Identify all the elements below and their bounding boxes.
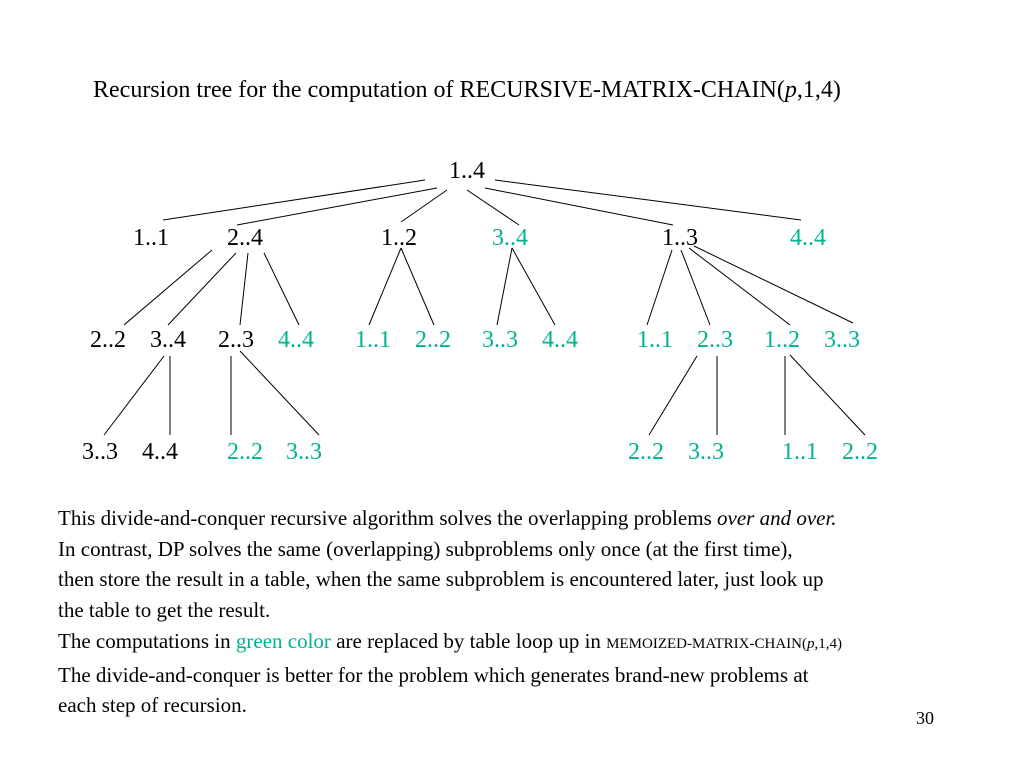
paragraph-line-3: then store the result in a table, when t… bbox=[58, 567, 824, 592]
tree-edge bbox=[162, 179, 426, 221]
paragraph-line-5-mid: are replaced by table loop up in bbox=[330, 628, 607, 653]
tree-edge bbox=[789, 354, 866, 436]
title-prefix: Recursion tree for the computation of RE… bbox=[93, 77, 785, 103]
explanation-paragraph: This divide-and-conquer recursive algori… bbox=[58, 503, 1018, 721]
title-p: p bbox=[784, 77, 797, 103]
tree-edge bbox=[688, 247, 791, 326]
tree-node: 1..3 bbox=[662, 225, 698, 251]
tree-node: 1..1 bbox=[355, 327, 391, 353]
memoized-call-prefix: MEMOIZED-MATRIX-CHAIN( bbox=[606, 635, 807, 652]
memoized-call-p: p bbox=[806, 635, 815, 652]
paragraph-line-7: each step of recursion. bbox=[58, 693, 247, 718]
tree-node: 4..4 bbox=[542, 327, 578, 353]
tree-edge bbox=[646, 249, 673, 326]
tree-edge bbox=[648, 355, 698, 436]
paragraph-line-1: This divide-and-conquer recursive algori… bbox=[58, 503, 1018, 534]
tree-node: 2..2 bbox=[227, 439, 263, 465]
tree-edge bbox=[494, 179, 802, 221]
tree-edge bbox=[368, 247, 402, 326]
tree-node: 4..4 bbox=[142, 439, 178, 465]
tree-node: 4..4 bbox=[790, 225, 826, 251]
paragraph-line-5-prefix: The computations in bbox=[58, 628, 236, 653]
tree-edge bbox=[400, 247, 435, 326]
tree-node: 2..3 bbox=[218, 327, 254, 353]
tree-node: 2..2 bbox=[415, 327, 451, 353]
slide-title: Recursion tree for the computation of RE… bbox=[93, 76, 841, 105]
tree-edge bbox=[239, 350, 320, 436]
tree-node: 2..3 bbox=[697, 327, 733, 353]
tree-node: 3..3 bbox=[286, 439, 322, 465]
tree-node: 4..4 bbox=[278, 327, 314, 353]
tree-edge bbox=[103, 355, 165, 436]
paragraph-line-5: The computations in green color are repl… bbox=[58, 626, 1018, 660]
tree-node: 3..4 bbox=[150, 327, 186, 353]
slide-number: 30 bbox=[916, 708, 934, 728]
tree-edge bbox=[236, 187, 438, 226]
title-suffix: ,1,4) bbox=[796, 77, 841, 103]
tree-node-root: 1..4 bbox=[449, 158, 485, 184]
tree-node: 3..3 bbox=[688, 439, 724, 465]
tree-edge bbox=[400, 189, 448, 223]
paragraph-line-1-italic: over and over. bbox=[717, 506, 837, 530]
tree-node: 1..1 bbox=[637, 327, 673, 353]
tree-edge bbox=[484, 187, 674, 226]
tree-node: 1..1 bbox=[782, 439, 818, 465]
tree-node: 1..2 bbox=[764, 327, 800, 353]
paragraph-line-6: The divide-and-conquer is better for the… bbox=[58, 662, 809, 687]
paragraph-line-4: the table to get the result. bbox=[58, 598, 271, 623]
paragraph-line-1-main: This divide-and-conquer recursive algori… bbox=[58, 506, 717, 530]
tree-edge bbox=[680, 249, 711, 326]
paragraph-line-2: In contrast, DP solves the same (overlap… bbox=[58, 536, 793, 561]
tree-node: 1..1 bbox=[133, 225, 169, 251]
tree-edge bbox=[496, 247, 513, 326]
tree-node: 3..3 bbox=[82, 439, 118, 465]
tree-node: 2..2 bbox=[90, 327, 126, 353]
tree-node: 2..2 bbox=[842, 439, 878, 465]
tree-node: 1..2 bbox=[381, 225, 417, 251]
memoized-call-suffix: ,1,4) bbox=[814, 635, 842, 652]
tree-edge bbox=[167, 252, 237, 326]
tree-edge bbox=[511, 247, 556, 326]
tree-edge bbox=[239, 252, 249, 326]
tree-node: 2..4 bbox=[227, 225, 263, 251]
memoized-call: MEMOIZED-MATRIX-CHAIN(p,1,4) bbox=[606, 636, 842, 652]
tree-edge bbox=[466, 189, 520, 226]
tree-edge bbox=[263, 252, 300, 326]
tree-edge bbox=[693, 245, 854, 324]
tree-node: 3..3 bbox=[824, 327, 860, 353]
tree-node: 3..3 bbox=[482, 327, 518, 353]
tree-node: 3..4 bbox=[492, 225, 528, 251]
green-color-text: green color bbox=[235, 628, 331, 653]
tree-edge bbox=[123, 249, 213, 326]
tree-node: 2..2 bbox=[628, 439, 664, 465]
recursion-tree: 1..4 1..1 2..4 1..2 3..4 1..3 4..4 2..2 … bbox=[82, 158, 878, 465]
